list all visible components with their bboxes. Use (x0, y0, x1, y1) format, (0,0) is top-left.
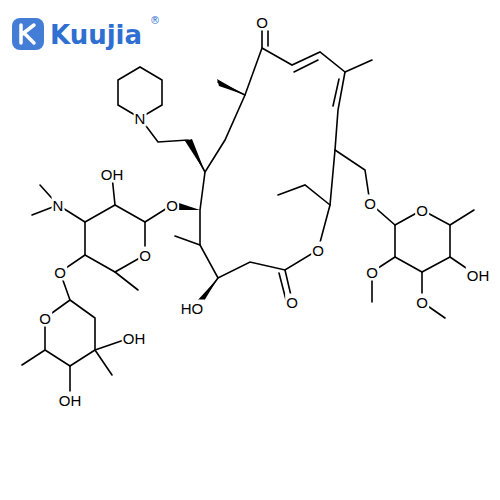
atom-label: O (53, 264, 67, 281)
atom-label: O (38, 310, 52, 327)
watermark-text: Kuujia (50, 22, 142, 48)
atom-label: HO (180, 300, 205, 317)
bonds (22, 22, 474, 396)
atom-label: N (134, 110, 147, 127)
atom-label: O (285, 294, 299, 311)
atom-label: O (415, 294, 429, 311)
atom-label: OH (122, 330, 147, 347)
atom-label: OH (466, 267, 491, 284)
atom-label: N (52, 197, 65, 214)
atom-label: O (255, 14, 269, 31)
stereo-wedges (173, 79, 245, 306)
atom-label: O (363, 195, 377, 212)
watermark-logo (12, 18, 44, 50)
atom-label: O (165, 197, 179, 214)
watermark-mark: ® (150, 16, 160, 26)
atom-label: OH (58, 392, 83, 409)
atom-label: O (415, 202, 429, 219)
atom-label: O (138, 247, 152, 264)
atom-label: O (365, 264, 379, 281)
atom-label: O (311, 242, 325, 259)
atom-label: OH (100, 166, 125, 183)
